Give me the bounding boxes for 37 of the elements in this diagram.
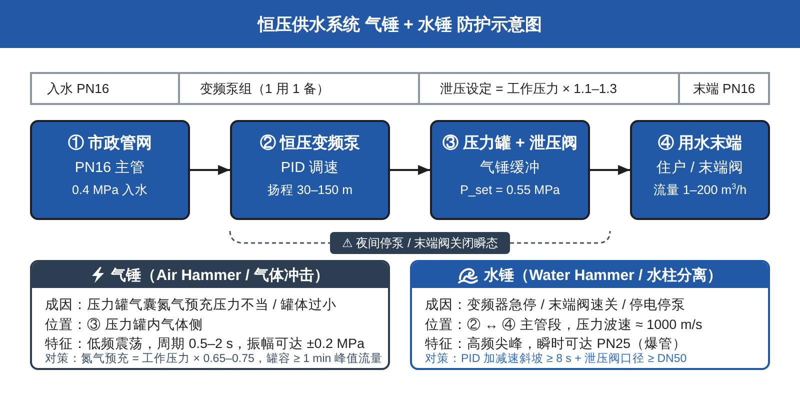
box-subtitle: 气锤缓冲 <box>480 159 540 177</box>
box-heading: ② 恒压变频泵 <box>260 134 360 154</box>
panel-heading: 水锤（Water Hammer / 水柱分离） <box>484 266 722 284</box>
arrow <box>190 165 230 175</box>
arrow <box>590 165 630 175</box>
panel-text: 特征：高频尖峰，瞬时可达 PN25（爆管） <box>425 335 687 352</box>
box-subtitle: 住户 / 末端阀 <box>656 159 744 177</box>
panel-heading: 气锤（Air Hammer / 气体冲击） <box>111 266 329 284</box>
process-box <box>430 120 590 220</box>
panel-text: 位置：③ 压力罐内气体侧 <box>45 316 203 334</box>
process-box <box>630 120 770 220</box>
box-heading: ① 市政管网 <box>68 134 152 154</box>
process-box <box>230 120 390 220</box>
box-heading: ④ 用水末端 <box>658 134 742 154</box>
panel-text: 特征：低频震荡，周期 0.5–2 s，振幅可达 ±0.2 MPa <box>45 335 364 352</box>
table-cell: 入水 PN16 <box>30 72 180 105</box>
box-detail: 扬程 30–150 m <box>267 182 353 198</box>
table-cell: 变频泵组（1 用 1 备） <box>180 72 420 105</box>
panel-text: 成因：变频器急停 / 末端阀速关 / 停电停泵 <box>425 296 686 314</box>
process-box <box>30 120 190 220</box>
arrow <box>390 165 430 175</box>
info-panel <box>410 260 770 370</box>
box-detail: 流量 1–200 m$^{3}$/h <box>653 182 747 198</box>
panel-note: 对策：PID 加减速斜坡 ≥ 8 s + 泄压阀口径 ≥ DN50 <box>425 352 687 366</box>
title: 恒压供水系统 气锤 + 水锤 防护示意图 <box>258 14 542 36</box>
table-cell: 末端 PN16 <box>680 72 770 105</box>
panel-note: 对策：氮气预充 = 工作压力 × 0.65–0.75，罐容 ≥ 1 min 峰值流量 <box>45 352 382 366</box>
panel-text: 位置：② ↔ ④ 主管段，压力波速 ≈ 1000 m/s <box>425 316 702 334</box>
box-detail: 0.4 MPa 入水 <box>72 182 148 198</box>
box-subtitle: PID 调速 <box>280 159 340 177</box>
box-heading: ③ 压力罐 + 泄压阀 <box>442 134 578 154</box>
table-cell: 泄压设定 = 工作压力 × 1.1–1.3 <box>420 72 680 105</box>
warning-badge: ⚠ 夜间停泵 / 末端阀关闭瞬态 <box>330 232 510 254</box>
panel-text: 成因：压力罐气囊氮气预充压力不当 / 罐体过小 <box>45 296 336 314</box>
info-panel <box>30 260 390 370</box>
box-detail: P_set = 0.55 MPa <box>460 182 560 198</box>
box-subtitle: PN16 主管 <box>74 159 146 177</box>
